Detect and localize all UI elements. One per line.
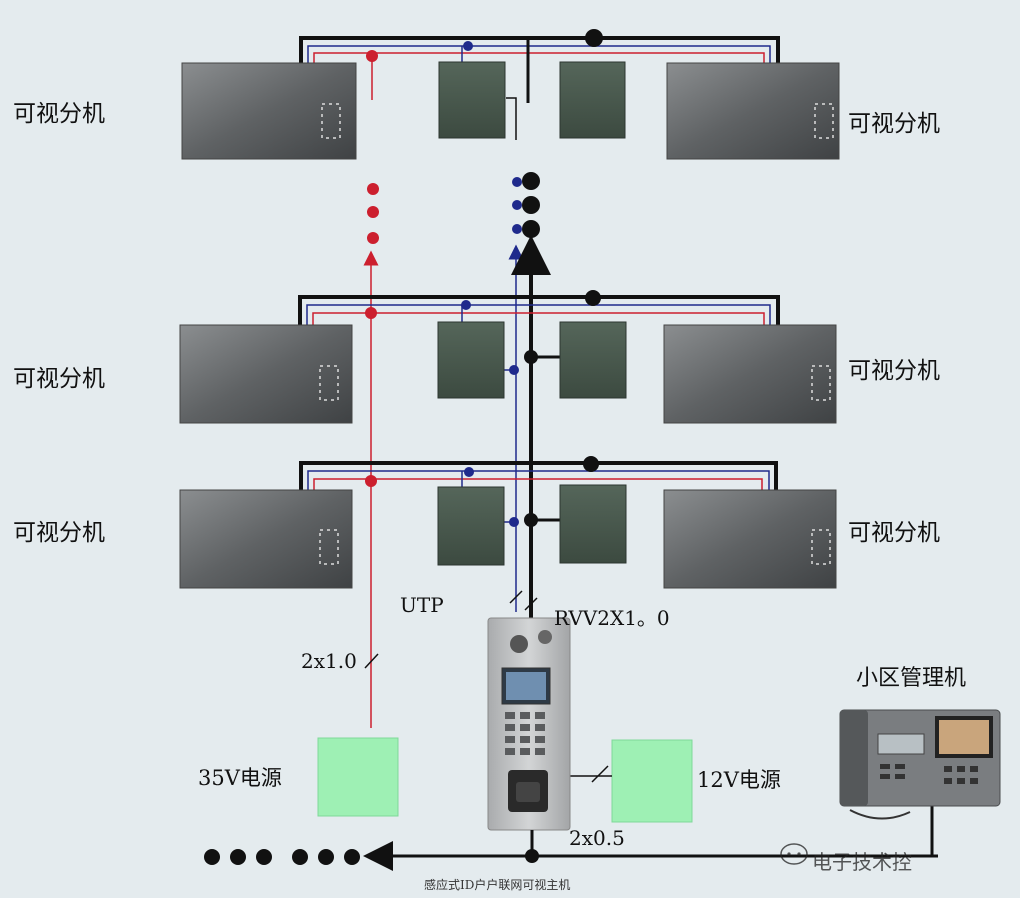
label-psu-12v: 12V电源 <box>697 768 781 792</box>
label-cable-rvv: RVV2X1。0 <box>554 606 670 630</box>
distributor-box <box>559 484 627 564</box>
label-indoor-unit: 可视分机 <box>13 366 105 392</box>
label-cable-power: 2x1.0 <box>301 649 357 673</box>
label-indoor-unit: 可视分机 <box>848 520 940 546</box>
label-psu-35v: 35V电源 <box>198 766 282 790</box>
row1-bus <box>299 29 780 140</box>
indoor-unit <box>179 324 353 424</box>
chat-bubble-icon <box>780 843 808 865</box>
distributor-box <box>437 321 505 399</box>
label-cable-bus: 2x0.5 <box>569 826 625 850</box>
distributor-box <box>437 486 505 566</box>
row3-bus <box>299 456 778 527</box>
label-indoor-unit: 可视分机 <box>848 358 940 384</box>
distributor-box <box>438 61 506 139</box>
label-host-caption: 感应式ID户户联网可视主机 <box>424 878 571 892</box>
label-indoor-unit: 可视分机 <box>13 520 105 546</box>
label-management: 小区管理机 <box>856 666 967 691</box>
indoor-unit <box>181 62 357 160</box>
label-indoor-unit: 可视分机 <box>848 111 940 137</box>
watermark-text: 电子技术控 <box>812 850 912 874</box>
distributor-box <box>559 61 626 139</box>
indoor-unit <box>663 489 837 589</box>
indoor-unit <box>666 62 840 160</box>
door-station <box>487 617 571 831</box>
row2-bus <box>298 290 780 375</box>
management-console <box>839 709 1001 820</box>
riser-bus <box>511 172 551 618</box>
indoor-unit <box>179 489 353 589</box>
riser-signal <box>508 177 524 612</box>
power-supply-12v <box>611 739 693 823</box>
riser-power <box>363 183 379 728</box>
power-supply-35v <box>317 737 399 817</box>
indoor-unit <box>663 324 837 424</box>
label-indoor-unit: 可视分机 <box>13 101 105 127</box>
label-cable-utp: UTP <box>400 593 444 617</box>
distributor-box <box>559 321 627 399</box>
network-bus <box>204 790 938 871</box>
